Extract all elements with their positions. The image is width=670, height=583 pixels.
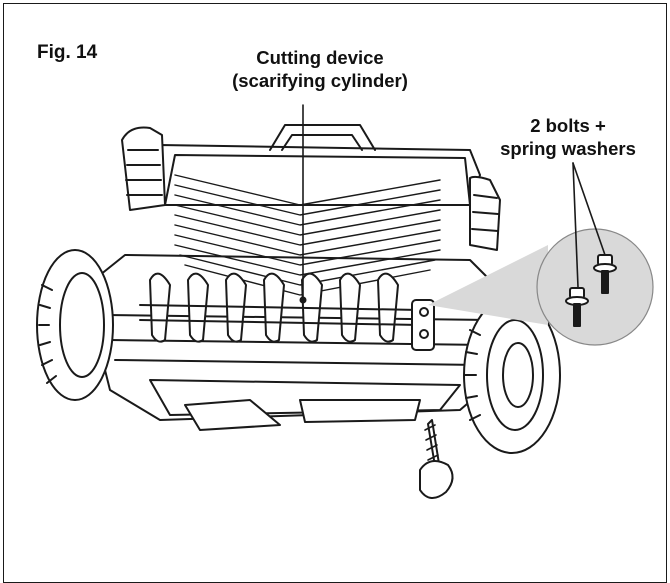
zoom-circle <box>536 228 654 346</box>
figure-label: Fig. 14 <box>37 42 98 63</box>
left-front-wheel <box>36 249 114 401</box>
right-rear-wheel <box>469 175 501 251</box>
adjust-lever <box>419 419 454 499</box>
cutting-device-leader-dot <box>299 296 307 304</box>
bolt-detail-2 <box>565 287 589 327</box>
housing <box>149 124 481 206</box>
bolts-label-line2: spring washers <box>500 138 636 159</box>
left-rear-wheel <box>121 126 166 211</box>
cutting-device-label-line1: Cutting device <box>256 47 384 68</box>
right-front-wheel <box>463 296 561 454</box>
bolts-leader-1 <box>572 162 606 256</box>
zoom-cone <box>428 245 548 325</box>
cutting-device-label-line2: (scarifying cylinder) <box>232 70 408 91</box>
bolts-label-line1: 2 bolts + <box>530 115 606 136</box>
cylinder-blades <box>139 272 421 343</box>
bolt-mount <box>411 299 435 351</box>
vent-slots <box>424 424 439 461</box>
bolts-callout: 2 bolts + spring washers <box>468 114 668 160</box>
cutting-device-callout: Cutting device (scarifying cylinder) <box>190 46 450 92</box>
scarifier-illustration <box>36 104 654 499</box>
bolts-leader-2 <box>572 162 579 288</box>
